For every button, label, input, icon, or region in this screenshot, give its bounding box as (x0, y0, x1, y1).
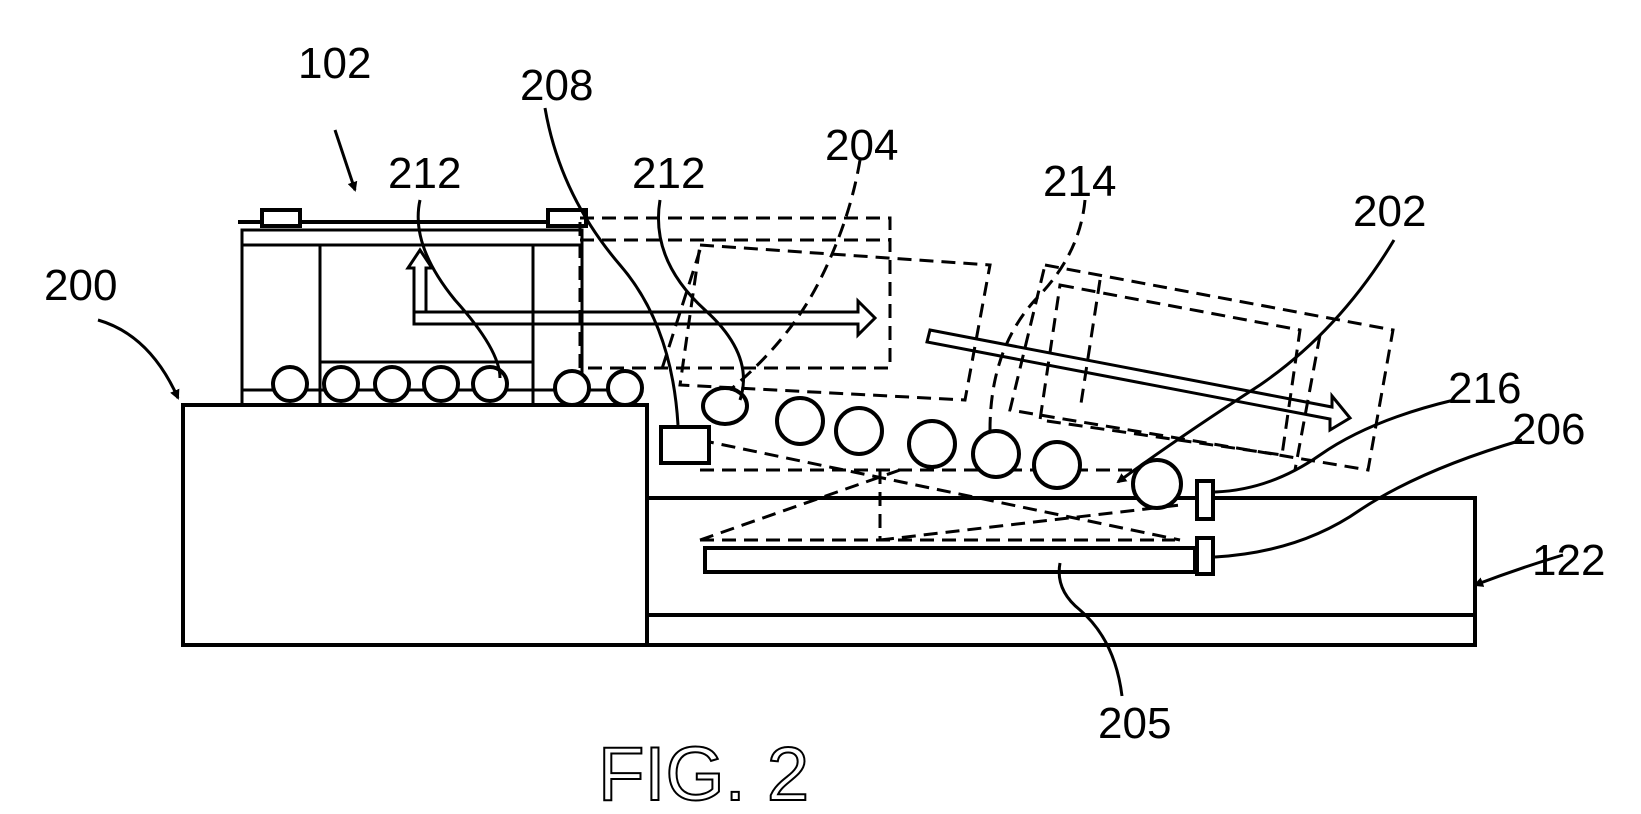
stop-216 (1197, 481, 1213, 519)
label-206: 206 (1512, 405, 1585, 454)
stop-206 (1197, 538, 1213, 574)
label-200: 200 (44, 261, 117, 310)
label-204: 204 (825, 121, 898, 170)
label-214: 214 (1043, 157, 1116, 206)
rollers-212 (273, 367, 642, 405)
label-216: 216 (1448, 364, 1521, 413)
label-212-right: 212 (632, 149, 705, 198)
label-202: 202 (1353, 187, 1426, 236)
label-208: 208 (520, 61, 593, 110)
label-212-left: 212 (388, 149, 461, 198)
tilt-platform-205 (705, 548, 1195, 572)
figure-caption: FIG. 2 (598, 732, 809, 814)
label-102: 102 (298, 39, 371, 88)
actuator-208 (661, 427, 709, 463)
label-122: 122 (1532, 536, 1605, 585)
leader-lines (98, 108, 1563, 696)
base-block-200 (183, 405, 647, 645)
label-205: 205 (1098, 699, 1171, 748)
